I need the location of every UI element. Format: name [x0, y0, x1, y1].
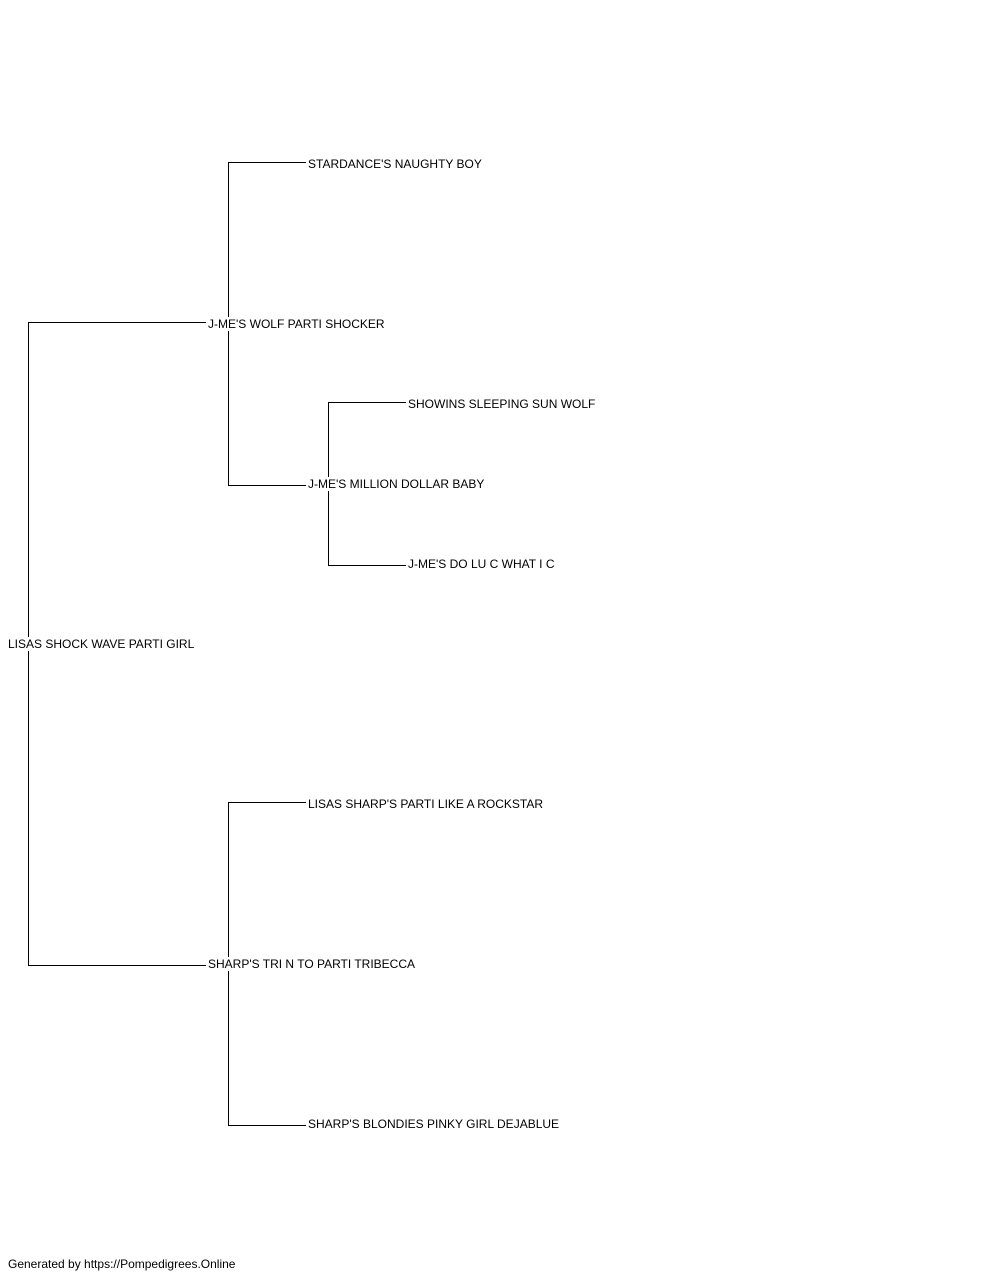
sire-dam-name: J-ME'S MILLION DOLLAR BABY — [306, 477, 487, 491]
dam-name: SHARP'S TRI N TO PARTI TRIBECCA — [206, 957, 418, 971]
sire-dam-dam-name: J-ME'S DO LU C WHAT I C — [406, 557, 557, 571]
sire-dam-sire-name: SHOWINS SLEEPING SUN WOLF — [406, 397, 598, 411]
footer-credit: Generated by https://Pompedigrees.Online — [8, 1257, 236, 1271]
sire-name: J-ME'S WOLF PARTI SHOCKER — [206, 317, 387, 331]
dam-sire-name: LISAS SHARP'S PARTI LIKE A ROCKSTAR — [306, 797, 546, 811]
dam-dam-name: SHARP'S BLONDIES PINKY GIRL DEJABLUE — [306, 1117, 562, 1131]
subject-name: LISAS SHOCK WAVE PARTI GIRL — [6, 637, 197, 651]
sire-sire-name: STARDANCE'S NAUGHTY BOY — [306, 157, 484, 171]
